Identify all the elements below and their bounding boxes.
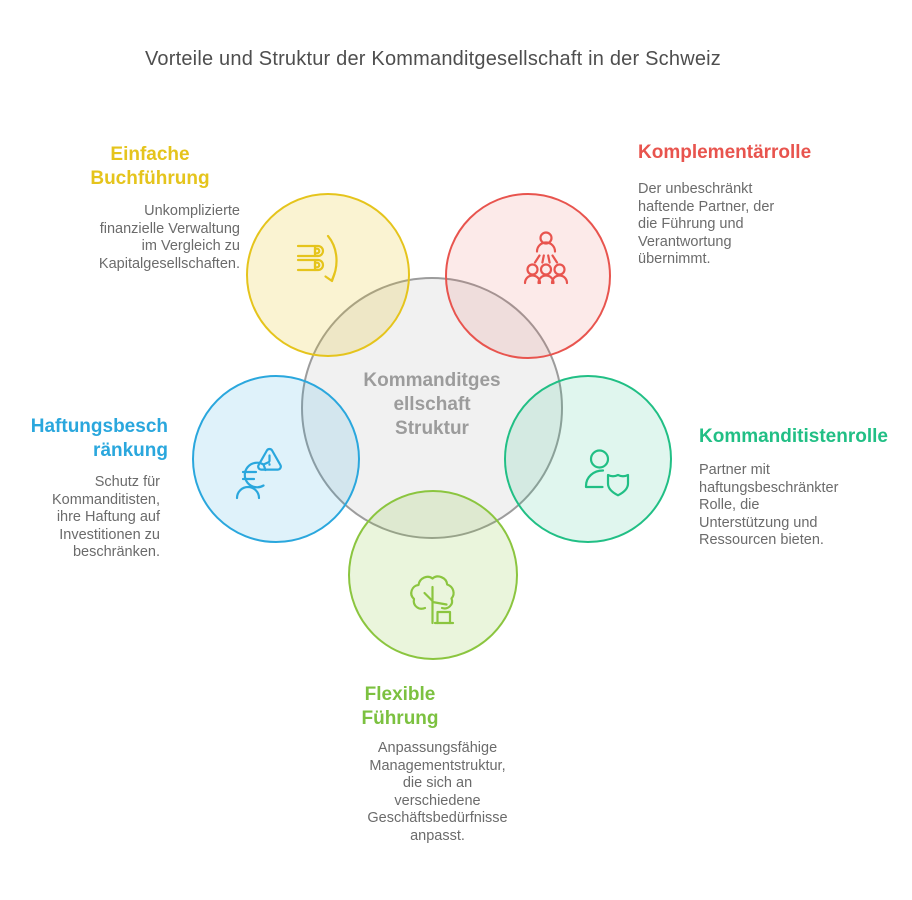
heading-komplementaerrolle: Komplementärrolle: [638, 142, 812, 163]
page-title: Vorteile und Struktur der Kommanditgesel…: [144, 48, 721, 70]
circle-einfache-buchfuehrung: [246, 193, 410, 357]
description-einfache-buchfuehrung: Unkomplizierte finanzielle Verwaltung im…: [98, 203, 240, 272]
heading-einfache-buchfuehrung: Einfache Buchführung: [90, 144, 210, 189]
heading-haftungsbeschraenkung: Haftungsbesch ränkung: [30, 416, 168, 461]
euro-warning-icon: [235, 447, 282, 500]
circle-kommanditistenrolle: [504, 375, 672, 543]
description-kommanditistenrolle: Partner mit haftungsbeschränkter Rolle, …: [699, 462, 839, 548]
description-komplementaerrolle: Der unbeschränkt haftende Partner, der d…: [638, 181, 775, 267]
heading-flexible-fuehrung: Flexible Führung: [361, 684, 439, 729]
ledger-refresh-icon: [296, 234, 338, 283]
person-shield-icon: [584, 449, 630, 497]
circle-flexible-fuehrung: [348, 490, 518, 660]
heading-kommanditistenrolle: Kommanditistenrolle: [699, 426, 888, 447]
tree-icon: [410, 575, 455, 625]
center-label: Kommanditges ellschaft Struktur: [363, 370, 501, 439]
center-circle: [301, 277, 563, 539]
description-haftungsbeschraenkung: Schutz für Kommanditisten, ihre Haftung …: [52, 474, 160, 560]
description-flexible-fuehrung: Anpassungsfähige Managementstruktur, die…: [367, 740, 508, 844]
team-hierarchy-icon: [523, 231, 569, 285]
